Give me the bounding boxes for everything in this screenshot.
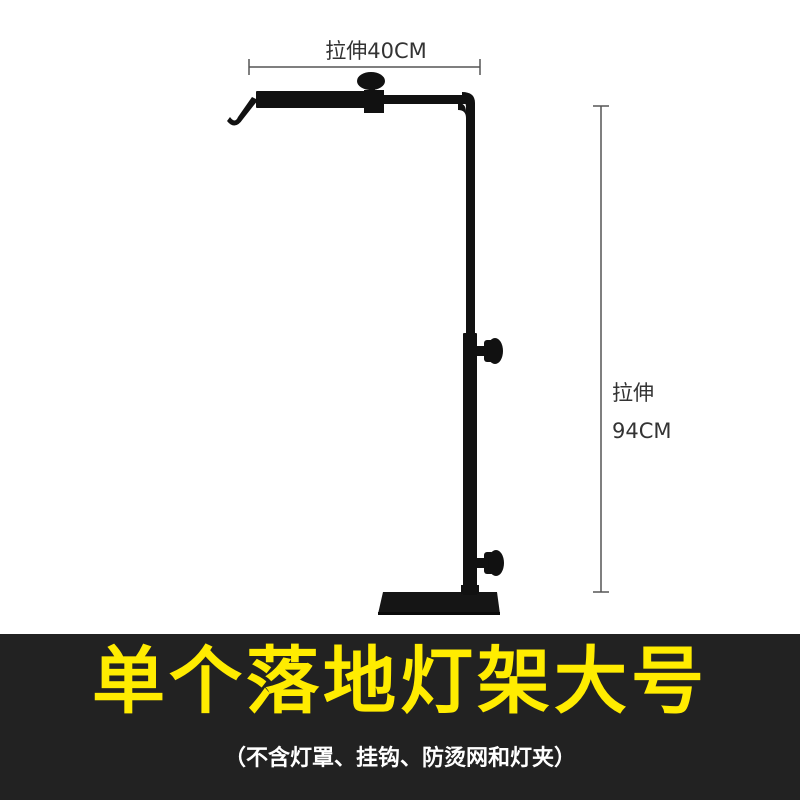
- middle-knob: [487, 338, 503, 364]
- product-banner: 单个落地灯架大号 （不含灯罩、挂钩、防烫网和灯夹）: [0, 634, 800, 800]
- hook: [227, 97, 258, 126]
- outer-arm: [256, 91, 378, 108]
- lamp-stand: [227, 72, 504, 615]
- elbow: [458, 103, 466, 118]
- banner-note: （不含灯罩、挂钩、防烫网和灯夹）: [223, 746, 576, 771]
- width-label: 拉伸40CM: [325, 39, 427, 63]
- height-label-line1: 拉伸: [612, 381, 654, 405]
- base-plate: [378, 592, 500, 614]
- height-label: 拉伸 94CM: [612, 374, 672, 450]
- top-knob: [357, 72, 385, 90]
- lower-knob: [488, 550, 504, 576]
- horizontal-arm: [362, 95, 466, 104]
- height-dimension-line: [593, 105, 609, 593]
- width-dimension-line: [248, 59, 481, 75]
- lower-tube: [463, 333, 477, 595]
- upper-tube: [466, 103, 475, 338]
- height-label-line2: 94CM: [612, 419, 672, 443]
- banner-title: 单个落地灯架大号: [92, 639, 708, 724]
